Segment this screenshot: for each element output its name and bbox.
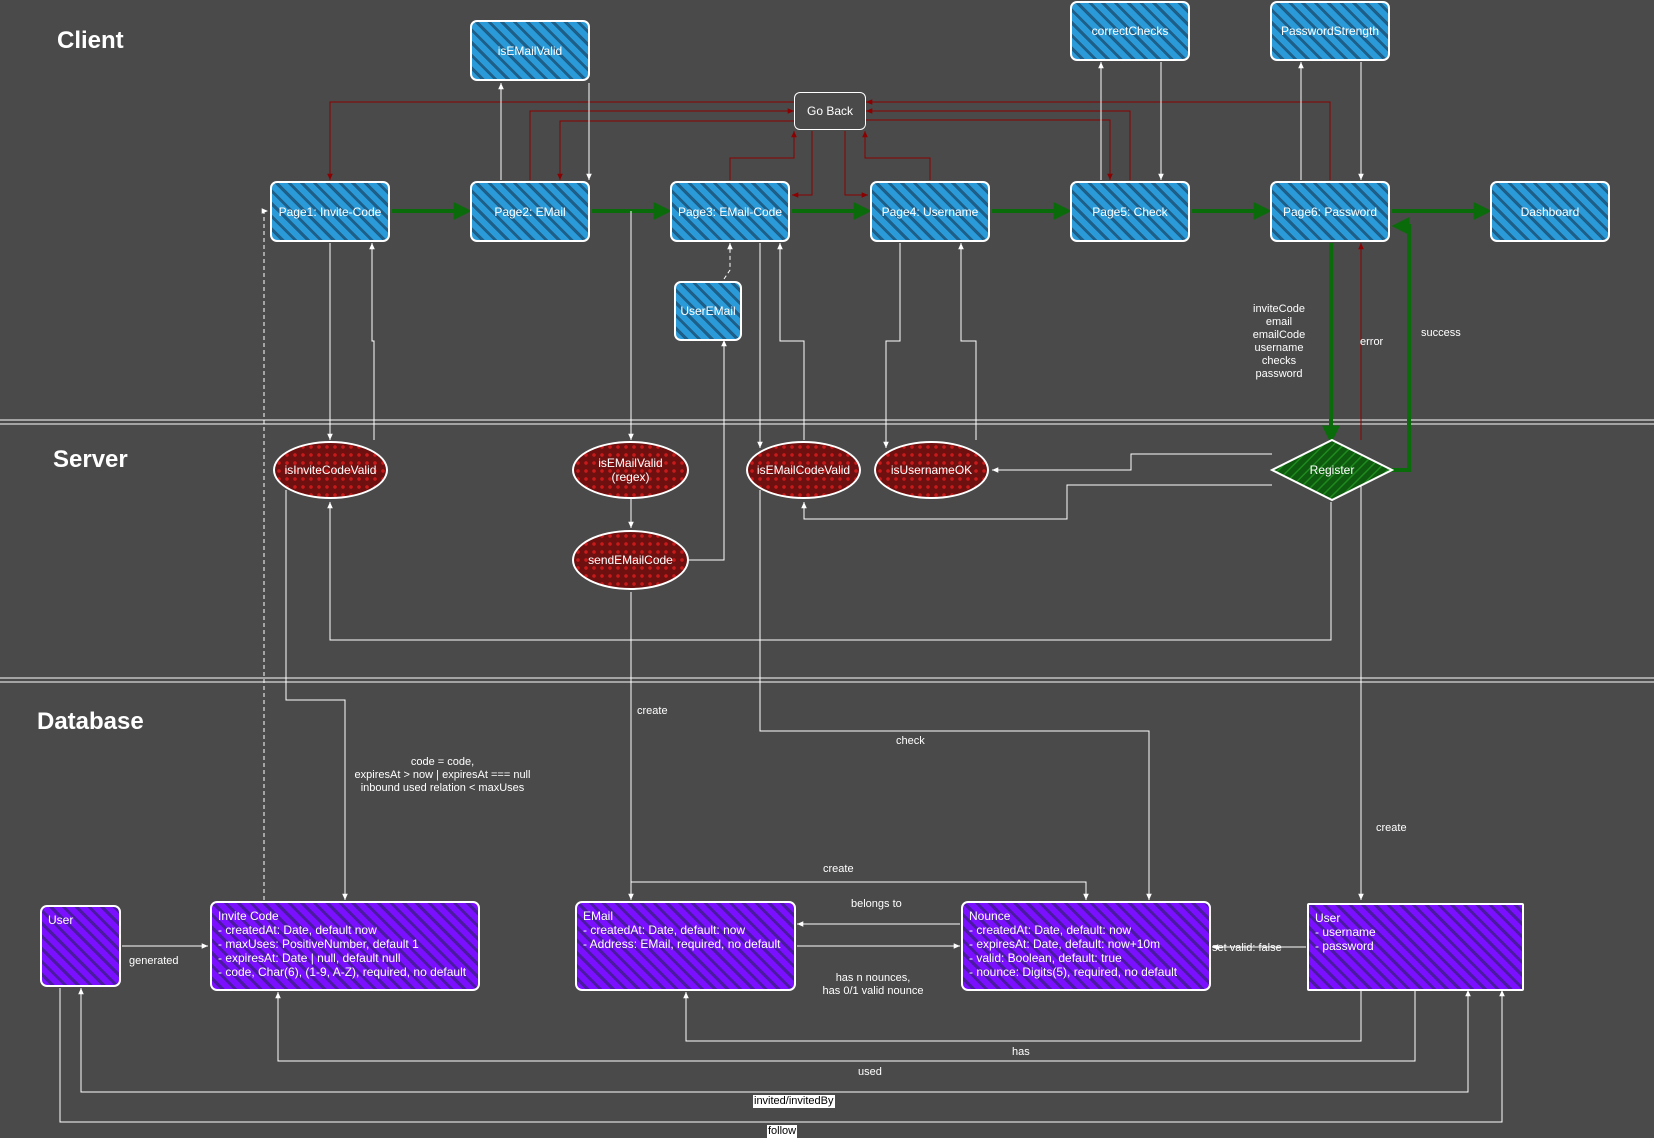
- is-email-valid-regex-node[interactable]: isEMailValid (regex): [572, 441, 689, 499]
- nounce-node[interactable]: Nounce - createdAt: Date, default: now -…: [961, 901, 1211, 991]
- payload-password: password: [1255, 368, 1303, 380]
- payload-email-code: emailCode: [1252, 329, 1306, 341]
- register-node[interactable]: Register: [1269, 438, 1395, 502]
- invite-query-line: expiresAt > now | expiresAt === null: [354, 769, 531, 781]
- error-label: error: [1360, 336, 1384, 348]
- payload-email: email: [1265, 316, 1293, 328]
- is-email-valid-regex-line2: (regex): [611, 470, 650, 484]
- dashed-connectors: [261, 208, 733, 900]
- invite-code-field: - maxUses: PositiveNumber, default 1: [218, 937, 419, 951]
- email-field: - createdAt: Date, default: now: [583, 923, 746, 937]
- user-right-node[interactable]: User - username - password: [1307, 903, 1524, 991]
- is-username-ok-node[interactable]: isUsernameOK: [874, 441, 989, 499]
- page4-username-node[interactable]: Page4: Username: [870, 181, 990, 242]
- dashboard-node[interactable]: Dashboard: [1490, 181, 1610, 242]
- follow-label: follow: [767, 1125, 798, 1138]
- used-label: used: [858, 1066, 882, 1078]
- go-back-arrows: [327, 99, 1364, 440]
- user-left-title: User: [48, 913, 74, 927]
- has-nounces-line: has n nounces,: [835, 972, 911, 984]
- register-payload-label: inviteCode email emailCode username chec…: [1236, 303, 1322, 381]
- email-node[interactable]: EMail - createdAt: Date, default: now - …: [575, 901, 796, 991]
- invite-query-label: code = code, expiresAt > now | expiresAt…: [350, 756, 535, 795]
- page2-email-node[interactable]: Page2: EMail: [470, 181, 590, 242]
- is-invite-code-valid-node[interactable]: isInviteCodeValid: [273, 441, 388, 499]
- payload-checks: checks: [1261, 355, 1297, 367]
- nounce-field: - createdAt: Date, default: now: [969, 923, 1132, 937]
- create-user-label: create: [1376, 822, 1407, 834]
- create-email-label: create: [637, 705, 668, 717]
- nounce-field: - expiresAt: Date, default: now+10m: [969, 937, 1161, 951]
- has-nounces-label: has n nounces, has 0/1 valid nounce: [820, 972, 926, 998]
- invite-query-line: code = code,: [410, 756, 475, 768]
- user-right-field: - username: [1315, 925, 1376, 939]
- generated-label: generated: [129, 955, 179, 967]
- send-email-code-node[interactable]: sendEMailCode: [572, 530, 689, 590]
- payload-invite-code: inviteCode: [1253, 303, 1305, 315]
- register-label: Register: [1309, 463, 1355, 477]
- user-left-node[interactable]: User: [40, 905, 121, 987]
- has-nounces-line: has 0/1 valid nounce: [822, 985, 924, 997]
- invite-query-line: inbound used relation < maxUses: [360, 782, 525, 794]
- invite-code-field: - expiresAt: Date | null, default null: [218, 951, 401, 965]
- invite-code-title: Invite Code: [218, 909, 279, 923]
- lane-title-database: Database: [37, 708, 144, 735]
- page5-check-node[interactable]: Page5: Check: [1070, 181, 1190, 242]
- nounce-title: Nounce: [969, 909, 1011, 923]
- invite-code-field: - code, Char(6), (1-9, A-Z), required, n…: [218, 965, 467, 979]
- main-flow-arrows: [392, 202, 1492, 472]
- has-label: has: [1012, 1046, 1030, 1058]
- payload-username: username: [1254, 342, 1304, 354]
- belongs-to-label: belongs to: [851, 898, 902, 910]
- nounce-field: - valid: Boolean, default: true: [969, 951, 1122, 965]
- user-right-field: - password: [1315, 939, 1374, 953]
- create-nounce-label: create: [823, 863, 854, 875]
- success-label: success: [1421, 327, 1461, 339]
- correct-checks-node[interactable]: correctChecks: [1070, 1, 1190, 61]
- email-title: EMail: [583, 909, 614, 923]
- set-valid-false-label: set valid: false: [1212, 942, 1282, 954]
- password-strength-node[interactable]: PasswordStrength: [1270, 1, 1390, 61]
- is-email-valid-client-node[interactable]: isEMailValid: [470, 20, 590, 81]
- page3-email-code-node[interactable]: Page3: EMail-Code: [670, 181, 790, 242]
- user-right-title: User: [1315, 911, 1341, 925]
- is-email-code-valid-node[interactable]: isEMailCodeValid: [746, 441, 861, 499]
- white-connectors: [59, 62, 1505, 1123]
- lane-separators: [0, 419, 1654, 683]
- lane-title-client: Client: [57, 27, 124, 54]
- user-email-node[interactable]: UserEMail: [674, 281, 742, 341]
- check-label: check: [896, 735, 925, 747]
- page6-password-node[interactable]: Page6: Password: [1270, 181, 1390, 242]
- invited-by-label: invited/invitedBy: [753, 1095, 835, 1108]
- page1-invite-code-node[interactable]: Page1: Invite-Code: [270, 181, 390, 242]
- nounce-field: - nounce: Digits(5), required, no defaul…: [969, 965, 1178, 979]
- lane-title-server: Server: [53, 446, 128, 473]
- is-email-valid-regex-line1: isEMailValid: [598, 456, 663, 470]
- invite-code-field: - createdAt: Date, default now: [218, 923, 377, 937]
- invite-code-node[interactable]: Invite Code - createdAt: Date, default n…: [210, 901, 480, 991]
- register-diamond-shape: [1269, 438, 1395, 502]
- email-field: - Address: EMail, required, no default: [583, 937, 781, 951]
- go-back-node[interactable]: Go Back: [794, 92, 866, 130]
